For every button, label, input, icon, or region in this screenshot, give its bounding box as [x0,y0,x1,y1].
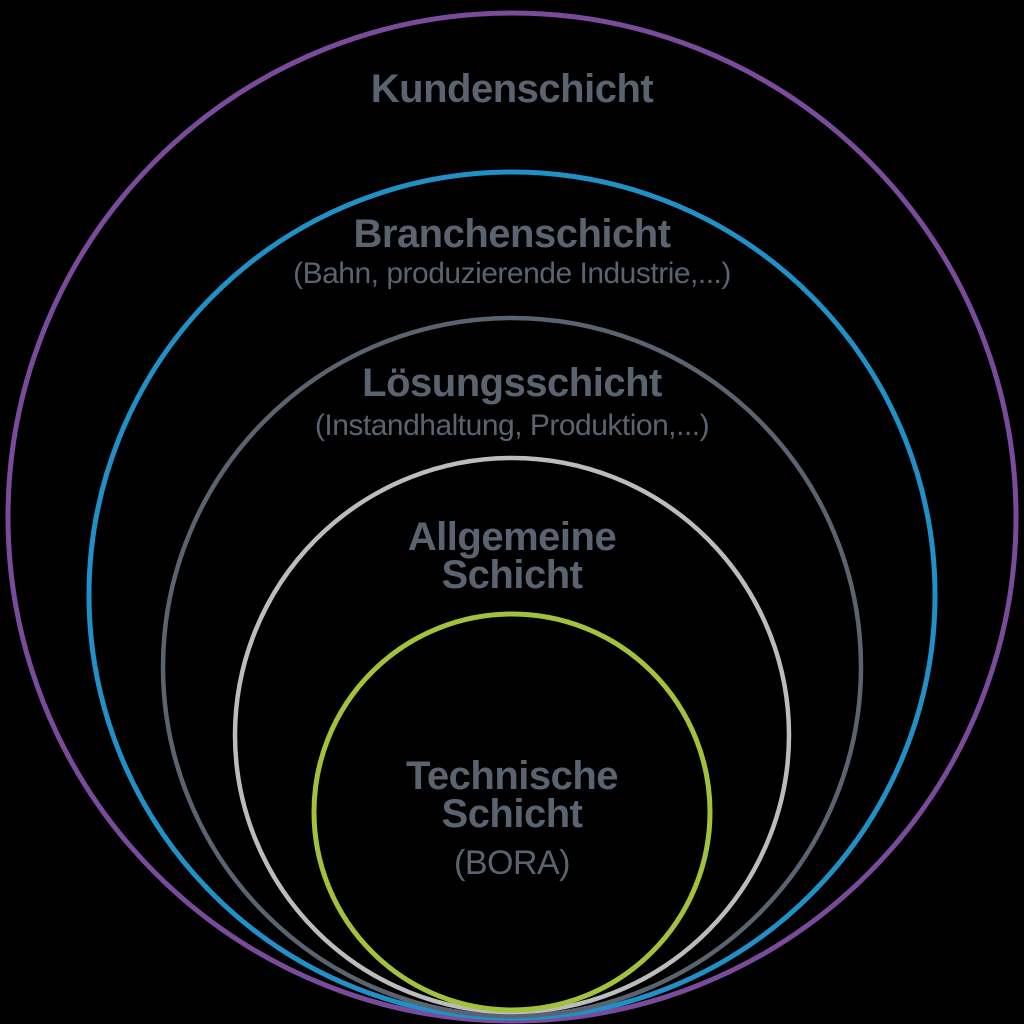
sublabel-branchenschicht: (Bahn, produzierende Industrie,...) [293,257,731,290]
circle-kundenschicht [5,10,1019,1024]
label-technische-schicht: Technische Schicht [405,754,619,836]
circle-loesungsschicht [160,315,864,1019]
label-loesungsschicht: Lösungsschicht [362,361,662,405]
label-branchenschicht: Branchenschicht [353,212,671,256]
sublabel-bora: (BORA) [454,844,571,882]
label-allgemeine-schicht: Allgemeine Schicht [407,515,617,597]
sublabel-loesungsschicht: (Instandhaltung, Produktion,...) [314,409,710,442]
circle-technische-schicht [311,611,713,1013]
label-kundenschicht: Kundenschicht [370,67,654,111]
